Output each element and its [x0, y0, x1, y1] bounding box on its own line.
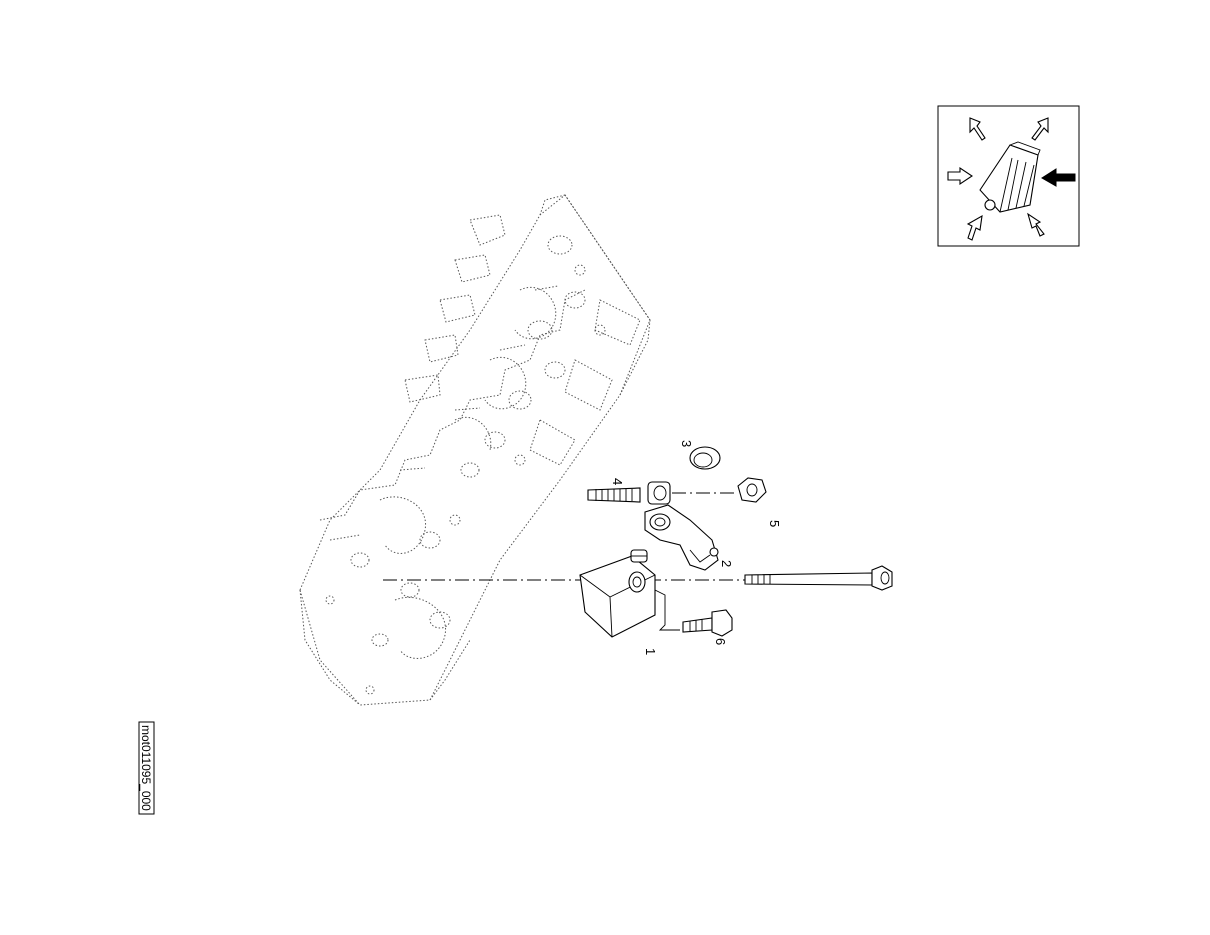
arrow-icon [947, 166, 973, 186]
bold-arrow-icon [1041, 168, 1076, 187]
small-screw-part-6 [682, 609, 733, 637]
callout-6: 6 [713, 638, 728, 645]
figure-reference: mot011095_000 [138, 721, 155, 815]
arrow-icon [1031, 117, 1049, 141]
cap-part-3 [689, 446, 721, 470]
cylinder-head-ghost [299, 194, 651, 706]
callout-3: 3 [679, 440, 694, 447]
callout-1: 1 [643, 648, 658, 655]
callout-2: 2 [719, 560, 734, 567]
callout-4: 4 [610, 478, 625, 485]
location-inset [937, 105, 1080, 247]
adjusting-screw-part-4 [587, 481, 671, 505]
long-bolt [744, 565, 893, 591]
figure-reference-text: mot011095_000 [139, 725, 153, 811]
support-block-part-1 [579, 549, 656, 638]
arrow-icon [969, 117, 986, 141]
hex-nut-part-5 [737, 477, 767, 503]
arrow-icon [1027, 212, 1045, 237]
rocker-arm-part-2 [644, 504, 719, 571]
arrow-icon [966, 214, 983, 241]
leader-part-6 [654, 589, 680, 631]
callout-5: 5 [767, 520, 782, 527]
